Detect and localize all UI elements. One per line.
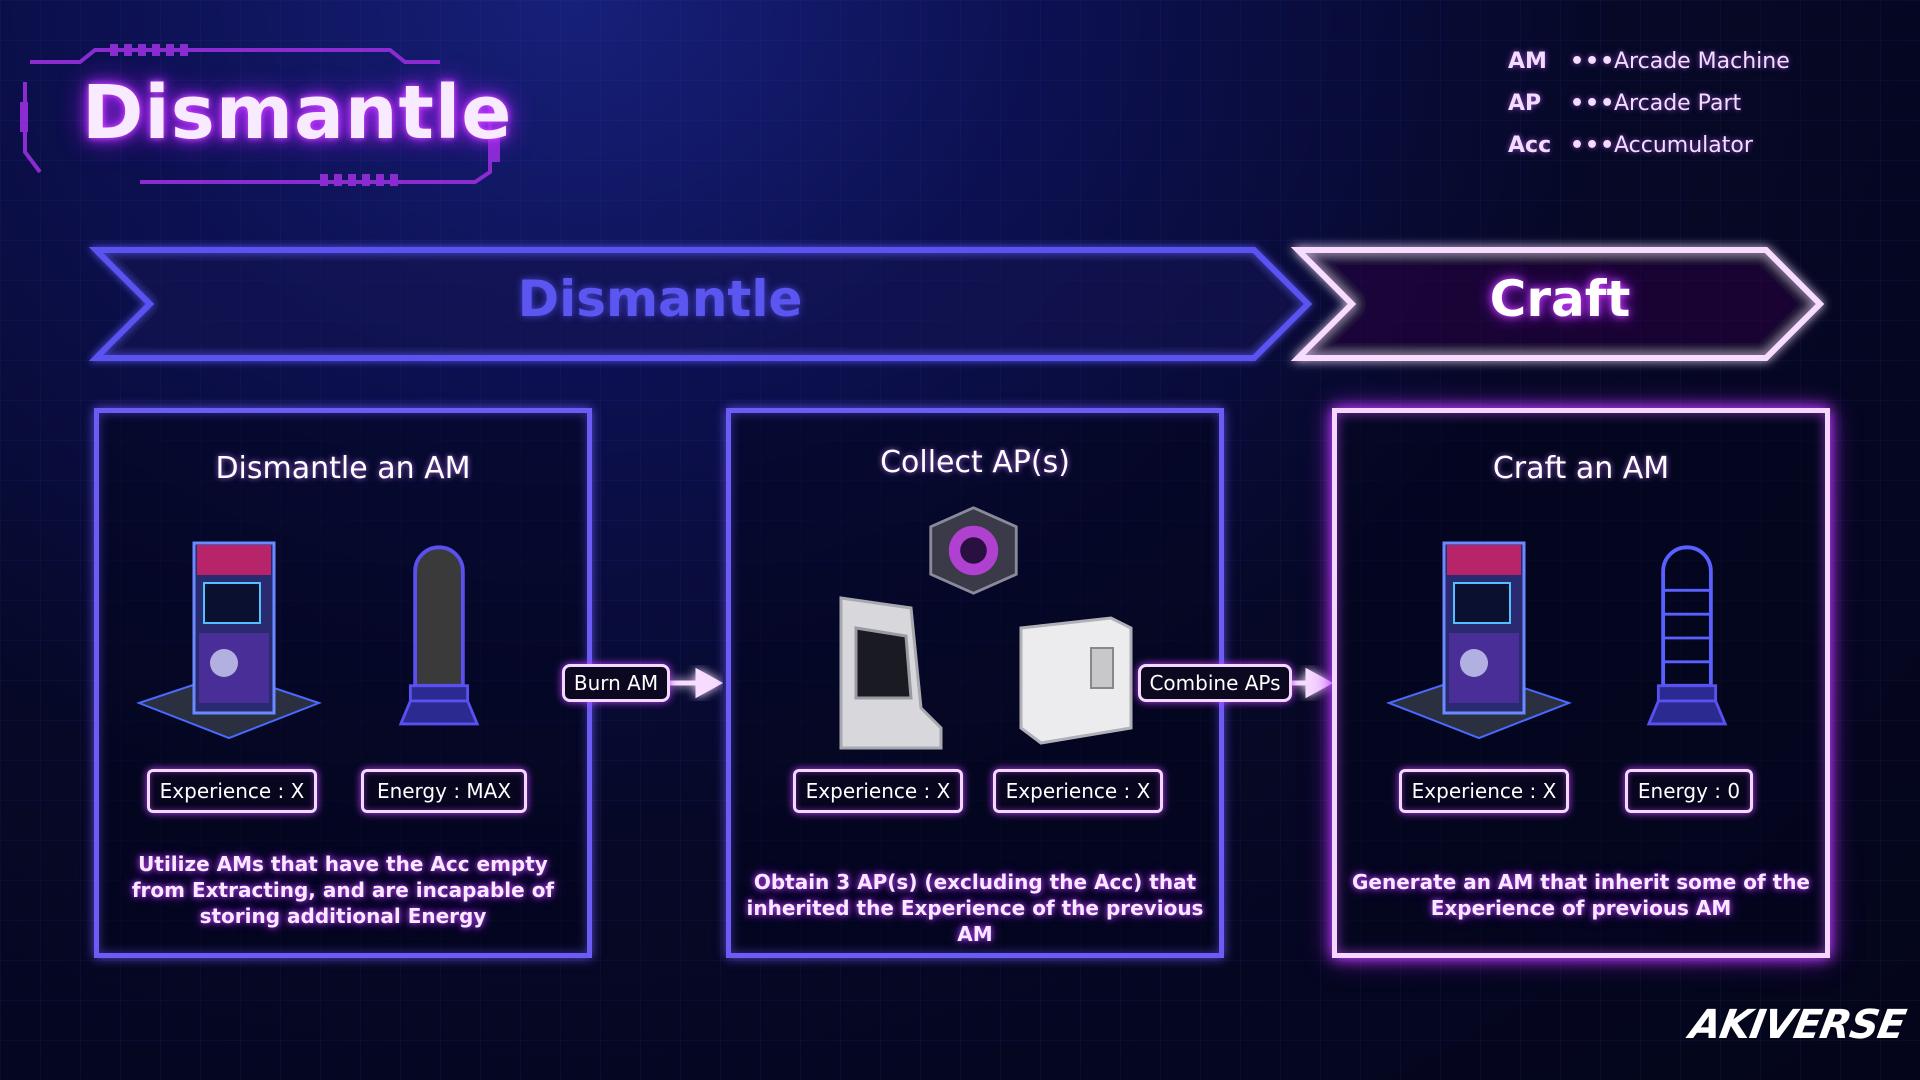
burn-am-label: Burn AM bbox=[562, 664, 670, 702]
step-title: Craft an AM bbox=[1492, 451, 1670, 486]
step-description: Generate an AM that inherit some of the … bbox=[1351, 870, 1810, 920]
legend-desc: Arcade Machine bbox=[1614, 48, 1790, 74]
experience-badge: Experience : X bbox=[793, 769, 963, 813]
legend-item: AP ••• Arcade Part bbox=[1508, 82, 1888, 124]
legend-item: Acc ••• Accumulator bbox=[1508, 124, 1888, 166]
legend-dots: ••• bbox=[1570, 132, 1616, 158]
akiverse-logo: AKIVERSE bbox=[1686, 1002, 1909, 1048]
cabinet-part-icon bbox=[839, 596, 943, 750]
arcade-machine-icon bbox=[1386, 541, 1572, 740]
step-description: Obtain 3 AP(s) (excluding the Acc) that … bbox=[746, 870, 1204, 946]
energy-badge: Energy : MAX bbox=[361, 769, 527, 813]
legend-item: AM ••• Arcade Machine bbox=[1508, 40, 1888, 82]
experience-badge: Experience : X bbox=[1399, 769, 1569, 813]
dismantle-phase-label: Dismantle bbox=[517, 270, 803, 328]
experience-badge: Experience : X bbox=[993, 769, 1163, 813]
arcade-machine-icon bbox=[136, 541, 322, 740]
abbreviation-legend: AM ••• Arcade Machine AP ••• Arcade Part… bbox=[1508, 40, 1888, 166]
legend-desc: Accumulator bbox=[1614, 132, 1753, 158]
step-panel-dismantle: Dismantle an AM Experience : X Energy : … bbox=[94, 408, 592, 958]
craft-phase-label: Craft bbox=[1489, 270, 1631, 328]
accumulator-energy-icon bbox=[1646, 545, 1728, 726]
burn-arrow-icon bbox=[668, 667, 724, 699]
step-title: Collect AP(s) bbox=[880, 445, 1070, 480]
title-frame-decoration bbox=[20, 44, 500, 186]
step-panel-craft: Craft an AM Experience : X Energy : 0 Ge… bbox=[1332, 408, 1830, 958]
accumulator-cube-icon bbox=[929, 506, 1018, 595]
legend-abbr: AM bbox=[1508, 48, 1547, 74]
page-title: Dismantle bbox=[82, 70, 513, 156]
legend-abbr: Acc bbox=[1508, 132, 1552, 158]
legend-desc: Arcade Part bbox=[1614, 90, 1742, 116]
legend-dots: ••• bbox=[1570, 90, 1616, 116]
combine-aps-label: Combine APs bbox=[1138, 664, 1292, 702]
experience-badge: Experience : X bbox=[147, 769, 317, 813]
combine-arrow-icon bbox=[1292, 667, 1334, 699]
legend-dots: ••• bbox=[1570, 48, 1616, 74]
accumulator-empty-icon bbox=[398, 545, 480, 726]
step-title: Dismantle an AM bbox=[215, 451, 471, 486]
base-part-icon bbox=[1019, 616, 1133, 745]
legend-abbr: AP bbox=[1508, 90, 1542, 116]
step-description: Utilize AMs that have the Acc empty from… bbox=[131, 852, 555, 928]
energy-badge: Energy : 0 bbox=[1625, 769, 1753, 813]
